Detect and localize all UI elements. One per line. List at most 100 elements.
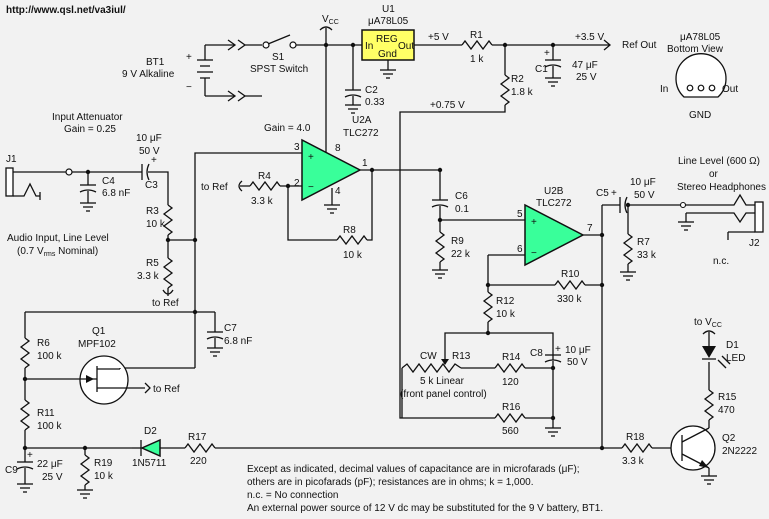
r8-value: 10 k [343, 250, 363, 261]
resistor-r3: R3 10 k [146, 204, 173, 236]
u2a-pin8: 8 [335, 143, 341, 154]
u2a-pin4: 4 [335, 186, 341, 197]
r12-value: 10 k [496, 309, 516, 320]
audio-input-label-2: (0.7 Vrms Nominal) [17, 246, 98, 258]
battery-plug-top-icon [227, 39, 237, 51]
bt1-value: 9 V Alkaline [122, 69, 175, 80]
r7-ref: R7 [637, 237, 650, 248]
resistor-r2: R2 1.8 k [500, 74, 534, 106]
u2b-pin6: 6 [517, 244, 523, 255]
opamp-u2b: + − U2B TLC272 5 6 7 [517, 186, 593, 267]
reg-gnd-label: Gnd [378, 49, 397, 60]
r13-cw: CW [420, 351, 437, 362]
wire [148, 171, 169, 205]
resistor-r19: R19 10 k [80, 454, 114, 486]
capacitor-c6: C6 0.1 [431, 170, 469, 232]
attenuator-title: Input Attenuator [52, 112, 123, 123]
wire [367, 170, 373, 241]
input-terminal-icon [65, 168, 73, 176]
c8-value-2: 50 V [567, 357, 588, 368]
c7-ref: C7 [224, 323, 237, 334]
plus35v-label: +3.5 V [575, 32, 605, 43]
c1-value-2: 25 V [576, 72, 597, 83]
r9-ref: R9 [451, 236, 464, 247]
q1-value: MPF102 [78, 339, 116, 350]
battery-bt1: + − BT1 9 V Alkaline [122, 44, 235, 97]
transistor-q2: Q2 2N2222 [670, 425, 757, 471]
r2-value: 1.8 k [511, 87, 534, 98]
r17-ref: R17 [188, 432, 207, 443]
u2a-value: TLC272 [343, 128, 379, 139]
r2-ref: R2 [511, 74, 524, 85]
r15-value: 470 [718, 405, 735, 416]
pinout-title-1: μA78L05 [680, 32, 721, 43]
regulator-pinout: μA78L05 Bottom View In Out GND [660, 32, 738, 121]
c1-ref: C1 [535, 64, 548, 75]
r11-value: 100 k [37, 421, 62, 432]
resistor-r7: R7 33 k [623, 233, 657, 265]
svg-text:−: − [531, 248, 537, 259]
r10-value: 330 k [557, 294, 582, 305]
svg-text:−: − [308, 182, 314, 193]
resistor-r9: R9 22 k [435, 231, 471, 263]
resistor-r17: R17 220 [184, 432, 216, 467]
r1-ref: R1 [470, 30, 483, 41]
c8-value-1: 10 μF [565, 345, 591, 356]
svg-text:+: + [151, 155, 157, 166]
vcc-arc-icon [702, 330, 716, 335]
to-ref-arc-icon [162, 289, 174, 295]
c2-ref: C2 [365, 85, 378, 96]
r14-ref: R14 [502, 352, 521, 363]
c4-value: 6.8 nF [102, 188, 130, 199]
battery-plus: + [186, 52, 192, 63]
jack-j2: J2 n.c. [680, 193, 764, 267]
r11-ref: R11 [37, 408, 55, 419]
u2b-pin5: 5 [517, 209, 523, 220]
ground-icon [544, 77, 562, 87]
c3-ref: C3 [145, 180, 158, 191]
attenuator-gain: Gain = 0.25 [64, 124, 116, 135]
s1-ref: S1 [272, 52, 285, 63]
capacitor-c8: + C8 10 μF 50 V [530, 344, 591, 418]
switch-s1: S1 SPST Switch [250, 34, 326, 75]
r4-value: 3.3 k [251, 196, 274, 207]
resistor-r10: R10 330 k [554, 269, 586, 305]
svg-text:+: + [27, 450, 33, 461]
line-out-label-1: Line Level (600 Ω) [678, 156, 760, 167]
r19-ref: R19 [94, 458, 113, 469]
c5-value-1: 10 μF [630, 177, 656, 188]
regulator-u1: REG In Out Gnd U1 μA78L05 [361, 4, 415, 70]
gain-4-label: Gain = 4.0 [264, 123, 311, 134]
d2-ref: D2 [144, 426, 157, 437]
r4-to-ref: to Ref [201, 182, 228, 193]
diode-d2: D2 1N5711 [132, 426, 185, 469]
resistor-r11: R11 100 k [20, 399, 62, 432]
u2b-ref: U2B [544, 186, 564, 197]
junction [599, 445, 605, 451]
j1-ref: J1 [6, 154, 17, 165]
reg-out-label: Out [398, 41, 414, 52]
q1-to-ref: to Ref [153, 384, 180, 395]
note-1: Except as indicated, decimal values of c… [247, 464, 580, 475]
pinout-out: Out [722, 84, 738, 95]
resistor-r5: R5 3.3 k [137, 257, 173, 289]
wire [525, 417, 554, 428]
pinout-in: In [660, 84, 668, 95]
plug-arrow-icon [237, 39, 247, 51]
ground-icon [677, 221, 695, 231]
r19-value: 10 k [94, 471, 114, 482]
source-url: http://www.qsl.net/va3iul/ [6, 5, 126, 16]
pinout-gnd: GND [689, 110, 711, 121]
r8-ref: R8 [343, 225, 356, 236]
c6-ref: C6 [455, 191, 468, 202]
c4-ref: C4 [102, 176, 115, 187]
r16-ref: R16 [502, 402, 521, 413]
c3-value-1: 10 μF [136, 133, 162, 144]
r9-value: 22 k [451, 249, 471, 260]
reg-box-label: REG [376, 34, 398, 45]
audio-input-label-1: Audio Input, Line Level [7, 233, 109, 244]
capacitor-c4: C4 6.8 nF [79, 172, 130, 203]
ground-icon [431, 269, 449, 279]
capacitor-c3: + C3 10 μF 50 V [136, 133, 162, 191]
